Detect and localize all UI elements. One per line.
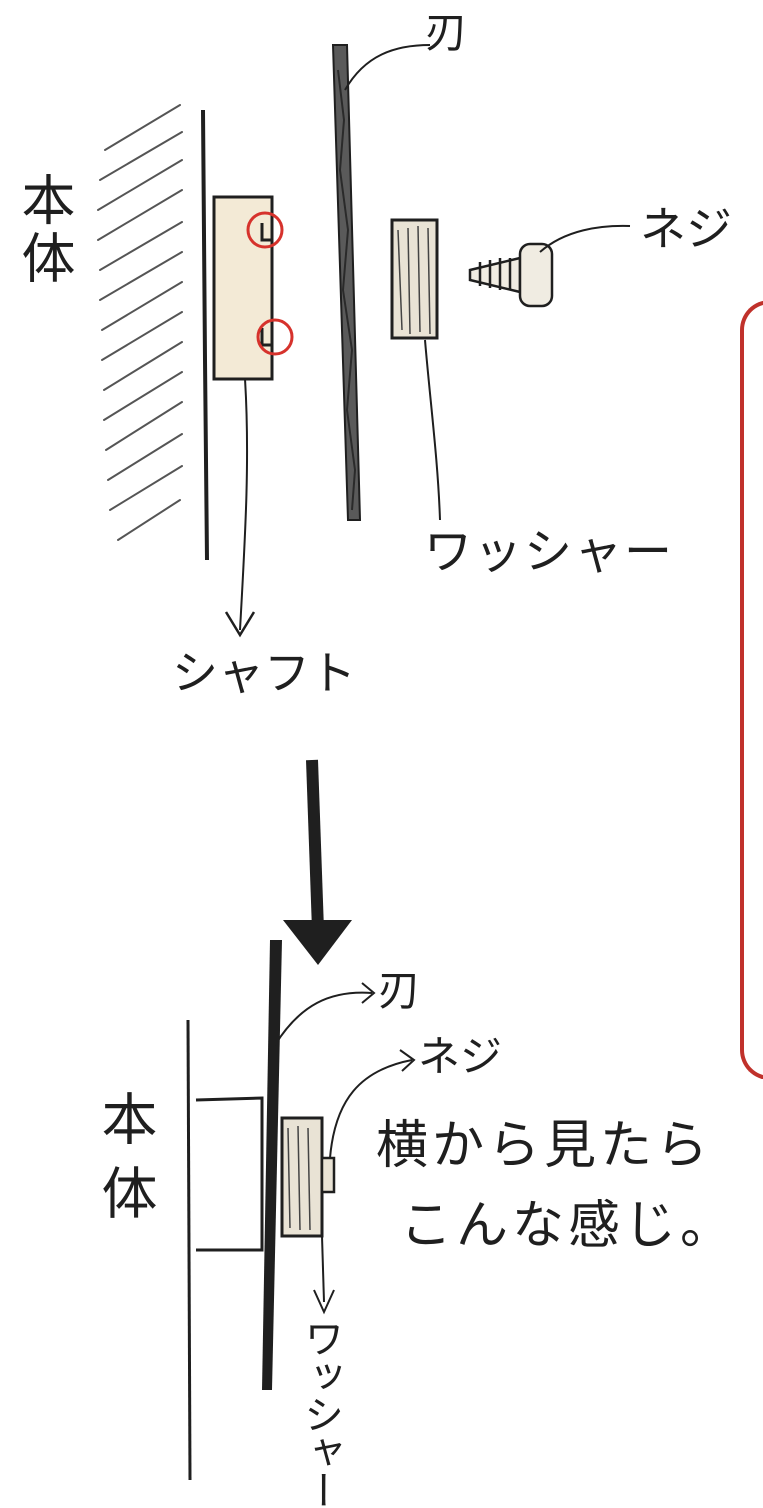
screw [468,242,554,308]
shaft-leader-line [239,378,249,631]
top-shaft-label: シャフト [172,646,356,700]
side-washer-leader-line [321,1235,325,1303]
bottom-screw-label: ネジ [418,1032,503,1081]
side-blade-leader-arrowhead [361,982,376,1004]
side-blade [262,940,282,1390]
red-frame-marker [740,300,763,1080]
blade-texture [337,69,357,511]
top-body-label: 本体 [12,172,75,288]
side-screw-head [320,1156,336,1194]
down-arrow-shaft [306,759,324,931]
washer-leader-line [424,339,441,521]
bottom-washer-label: ワッシャー [297,1318,343,1508]
washer-texture [397,225,431,335]
bottom-body-label: 本体 [92,1090,157,1238]
shaft-highlight-circle-upper [246,211,284,249]
bottom-blade-label: 刃 [378,966,421,1015]
shaft-arrowhead [224,611,256,638]
side-washer-texture [287,1125,311,1231]
blade [331,44,362,521]
side-screw-leader-arrowhead [399,1049,416,1072]
shaft-highlight-circle-lower [256,318,294,356]
top-screw-label: ネジ [640,202,732,256]
screw-leader-line [539,224,631,253]
side-screw-leader-line [329,1059,413,1159]
bottom-note-line2: こんな感じ。 [400,1196,737,1256]
side-body-wall [186,1019,192,1481]
body-wall-line [201,109,209,561]
side-washer-arrowhead [313,1289,335,1315]
shaft-notch-lower [260,328,272,347]
side-shaft [195,1096,264,1252]
bottom-note-line1: 横から見たら [376,1116,713,1176]
down-arrow-head-icon [283,920,352,965]
side-blade-leader-line [274,991,373,1046]
body-hatching [97,104,183,541]
blade-leader-line [344,44,431,91]
shaft-notch-upper [260,223,272,242]
top-washer-label: ワッシャー [424,524,675,580]
top-blade-label: 刃 [425,8,468,57]
